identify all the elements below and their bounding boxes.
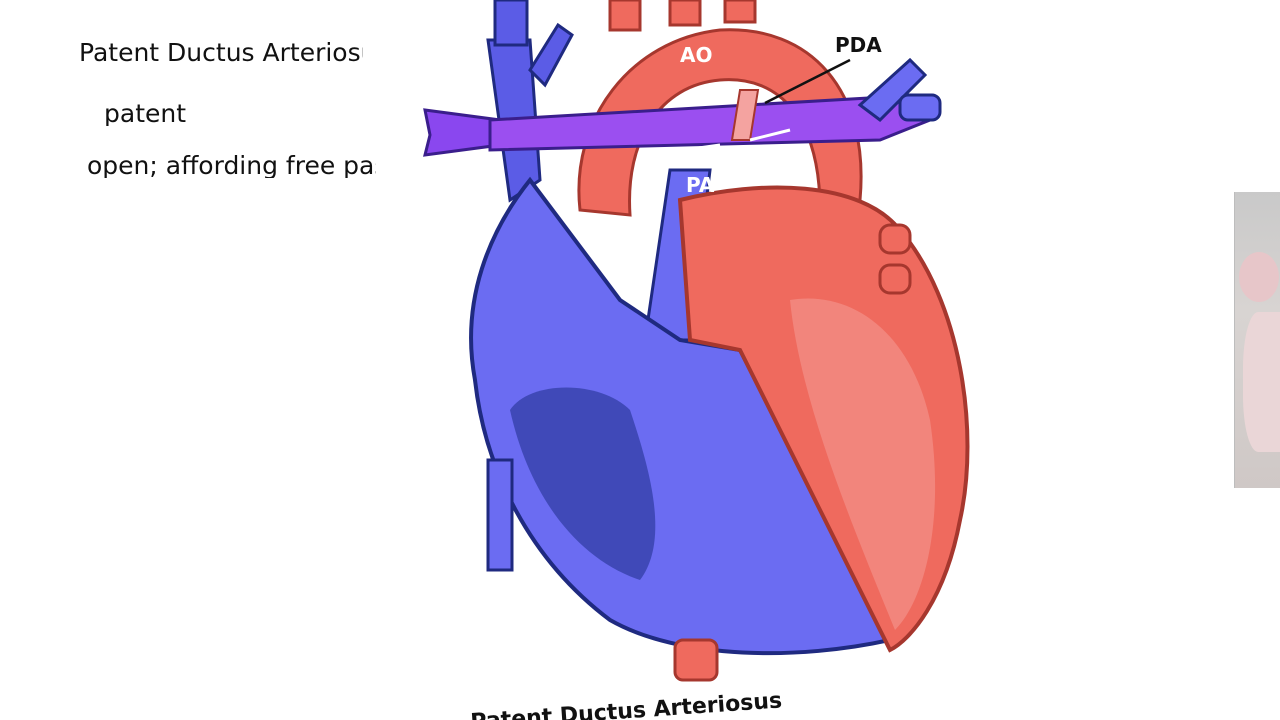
term-text: patent bbox=[104, 101, 187, 126]
label-ao: AO bbox=[680, 43, 712, 67]
side-thumbnail-image bbox=[1234, 192, 1280, 488]
flow-arrow-right bbox=[749, 128, 791, 142]
label-pda: PDA bbox=[835, 33, 882, 57]
heart-diagram: AO PDA PA Patent Ductus Arteriosus bbox=[423, 0, 970, 720]
diagram-caption: Patent Ductus Arteriosus bbox=[470, 688, 783, 720]
right-pulmonary-vessel-1 bbox=[857, 57, 928, 122]
slide-title-text: Patent Ductus Arteriosu bbox=[79, 40, 363, 65]
right-ventricle-shadow bbox=[510, 387, 656, 580]
arch-vessel-2 bbox=[668, 0, 702, 27]
aortic-arch bbox=[577, 28, 863, 217]
arch-vessel-3 bbox=[723, 0, 757, 24]
flow-arrow-left bbox=[669, 143, 721, 154]
inferior-vena-cava bbox=[486, 458, 514, 572]
thumbnail-shape bbox=[1243, 312, 1280, 452]
thumbnail-shape bbox=[1239, 252, 1279, 302]
pulmonary-vein-2 bbox=[878, 263, 912, 295]
right-pulmonary-vessel-2 bbox=[898, 93, 942, 122]
pulmonary-artery-branch bbox=[488, 93, 932, 152]
label-pa: PA bbox=[686, 173, 715, 197]
arch-vessel-1 bbox=[608, 0, 642, 32]
descending-aorta bbox=[673, 638, 719, 682]
svc-top bbox=[493, 0, 529, 47]
pulmonary-vein-1 bbox=[878, 223, 912, 255]
svc-branch bbox=[528, 22, 574, 88]
pda-pointer-line bbox=[764, 58, 851, 105]
left-pulmonary-branches bbox=[423, 108, 502, 157]
left-ventricle-inner bbox=[790, 298, 936, 630]
definition-text: open; affording free pas bbox=[87, 153, 376, 178]
